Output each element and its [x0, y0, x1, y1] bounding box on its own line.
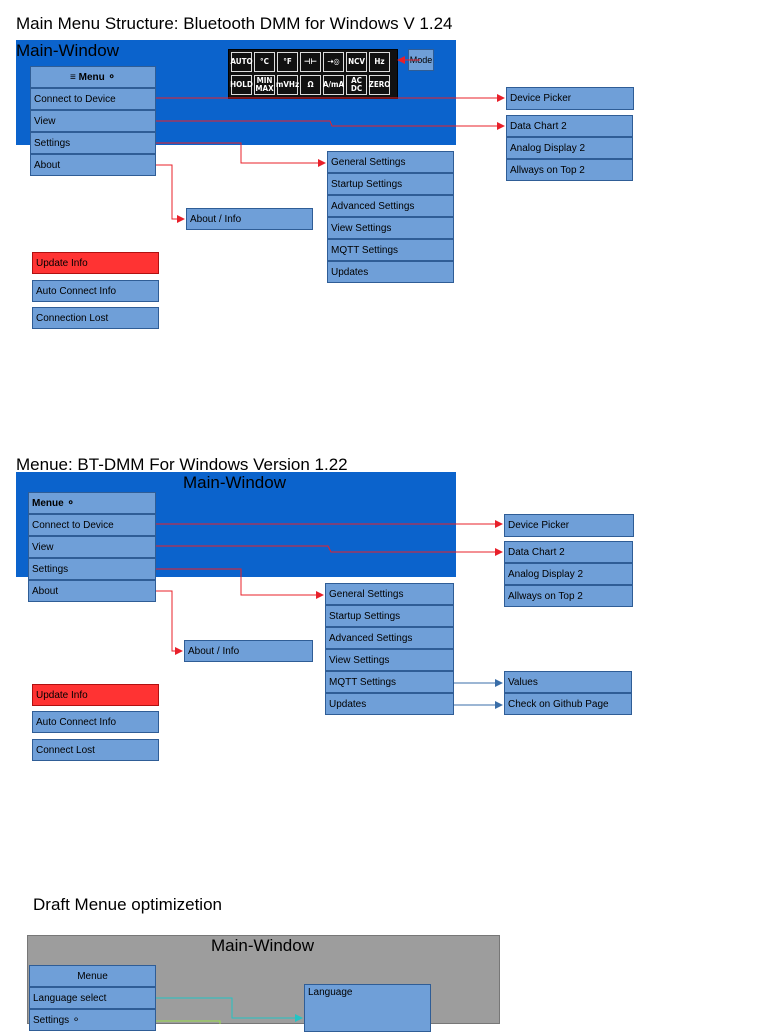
diagram1-menu-about[interactable]: About [30, 154, 156, 176]
diagram1-view-analog-display: Analog Display 2 [506, 137, 633, 159]
diagram2-settings-startup: Startup Settings [325, 605, 454, 627]
diagram1-settings-startup: Startup Settings [327, 173, 454, 195]
diagram1-menu-settings[interactable]: Settings [30, 132, 156, 154]
diagram3-menu-header[interactable]: Menue [29, 965, 156, 987]
diagram1-settings-general: General Settings [327, 151, 454, 173]
diagram2-menu-connect[interactable]: Connect to Device [28, 514, 156, 536]
fahrenheit-icon[interactable]: °F [277, 52, 298, 72]
wire-d2-settings-to-general [156, 568, 324, 599]
ohm-icon[interactable]: Ω [300, 75, 321, 95]
diagram1-menu-header[interactable]: ≡ Menu ⚬ [30, 66, 156, 88]
diagram2-connect-lost: Connect Lost [32, 739, 159, 761]
mvhz-icon[interactable]: mVHz [276, 75, 299, 95]
hold-icon[interactable]: HOLD [230, 75, 253, 95]
diode-continuity-icon[interactable]: ⇢◎ [323, 52, 344, 72]
hz-icon[interactable]: Hz [369, 52, 390, 72]
diagram1-device-picker: Device Picker [506, 87, 634, 110]
diagram2-main-window-label: Main-Window [183, 473, 286, 492]
diagram2-settings-advanced: Advanced Settings [325, 627, 454, 649]
diagram2-menu-view[interactable]: View [28, 536, 156, 558]
diagram2-update-info: Update Info [32, 684, 159, 706]
wire-d1-view-to-data-chart [156, 120, 505, 130]
diagram1-main-window-label: Main-Window [16, 41, 119, 60]
diagram3-main-window-label: Main-Window [211, 936, 314, 955]
ac-dc-icon[interactable]: AC DC [346, 75, 367, 95]
diagram2-view-analog-display: Analog Display 2 [504, 563, 633, 585]
meter-icon-strip: AUTO °C °F ⊣⊢ ⇢◎ NCV Hz HOLD MIN MAX mVH… [228, 49, 398, 99]
diagram1-menu-view[interactable]: View [30, 110, 156, 132]
diagram2-title: Menue: BT-DMM For Windows Version 1.22 [16, 455, 348, 474]
diagram2-auto-connect-info: Auto Connect Info [32, 711, 159, 733]
diagram2-view-always-on-top: Allways on Top 2 [504, 585, 633, 607]
diagram1-view-data-chart: Data Chart 2 [506, 115, 633, 137]
diagram1-about-info: About / Info [186, 208, 313, 230]
diagram1-settings-view: View Settings [327, 217, 454, 239]
wire-d3-settings [156, 1020, 221, 1024]
diagram2-menu-header[interactable]: Menue ⚬ [28, 492, 156, 514]
diagram1-menu-connect[interactable]: Connect to Device [30, 88, 156, 110]
diagram2-menu-settings[interactable]: Settings [28, 558, 156, 580]
wire-d3-language-to-box [156, 997, 303, 1022]
ncv-icon[interactable]: NCV [346, 52, 367, 72]
diagram1-settings-advanced: Advanced Settings [327, 195, 454, 217]
wire-d2-about-to-info [156, 590, 183, 655]
diagram2-menu-about[interactable]: About [28, 580, 156, 602]
diagram2-about-info: About / Info [184, 640, 313, 662]
diagram1-view-always-on-top: Allways on Top 2 [506, 159, 633, 181]
diagram2-settings-view: View Settings [325, 649, 454, 671]
diagram2-device-picker: Device Picker [504, 514, 634, 537]
wire-d1-about-to-info [156, 164, 185, 223]
wire-d2-view-to-data-chart [156, 545, 503, 556]
diagram1-title: Main Menu Structure: Bluetooth DMM for W… [16, 14, 453, 33]
diagram1-settings-updates: Updates [327, 261, 454, 283]
diagram1-auto-connect-info: Auto Connect Info [32, 280, 159, 302]
wire-d1-settings-to-general [156, 142, 326, 167]
capacitor-icon[interactable]: ⊣⊢ [300, 52, 321, 72]
diagram2-settings-updates: Updates [325, 693, 454, 715]
min-max-icon[interactable]: MIN MAX [254, 75, 275, 95]
diagram1-settings-mqtt: MQTT Settings [327, 239, 454, 261]
diagram3-title: Draft Menue optimizetion [33, 895, 222, 914]
diagram2-settings-mqtt: MQTT Settings [325, 671, 454, 693]
diagram2-updates-github: Check on Github Page [504, 693, 632, 715]
amp-icon[interactable]: A/mA [323, 75, 344, 95]
auto-icon[interactable]: AUTO [230, 52, 253, 72]
celsius-icon[interactable]: °C [254, 52, 275, 72]
diagram1-connection-lost: Connection Lost [32, 307, 159, 329]
diagram1-update-info: Update Info [32, 252, 159, 274]
diagram2-mqtt-values: Values [504, 671, 632, 693]
diagram3-menu-language[interactable]: Language select [29, 987, 156, 1009]
diagram2-settings-general: General Settings [325, 583, 454, 605]
zero-icon[interactable]: ZERO [369, 75, 390, 95]
diagram2-view-data-chart: Data Chart 2 [504, 541, 633, 563]
